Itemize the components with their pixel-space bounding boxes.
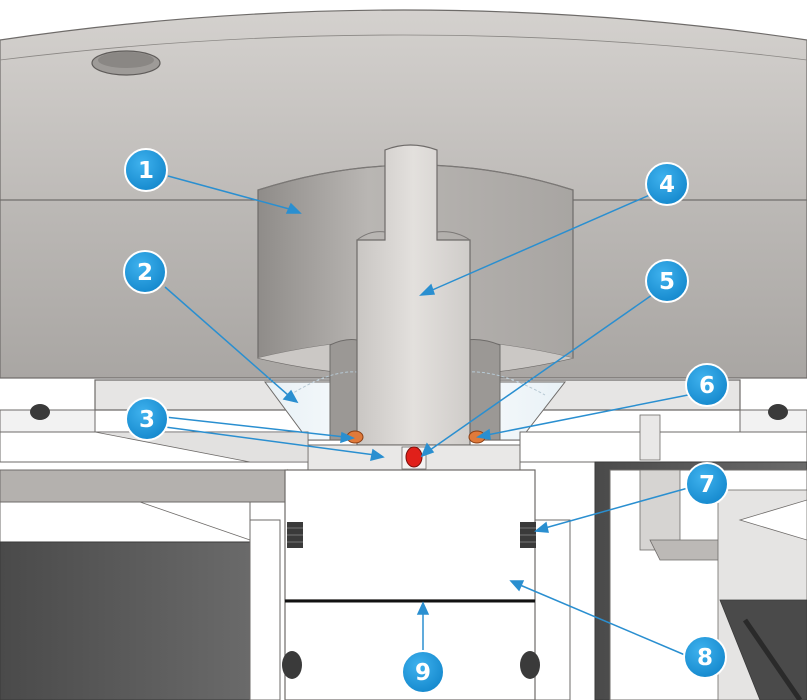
leader-3 <box>164 426 376 456</box>
callout-8: 8 <box>683 635 727 679</box>
right-assembly <box>519 404 807 700</box>
thread-right <box>520 522 536 548</box>
ball-valve <box>405 446 423 468</box>
callout-3: 3 <box>125 397 169 441</box>
leader-2 <box>164 286 289 396</box>
callout-6: 6 <box>685 363 729 407</box>
leader-6 <box>486 394 689 436</box>
callouts: 1 2 3 4 5 6 7 8 <box>123 148 729 694</box>
callout-7: 7 <box>685 462 729 506</box>
svg-text:3: 3 <box>139 407 155 433</box>
leader-5 <box>429 294 653 451</box>
svg-text:1: 1 <box>138 158 154 184</box>
leader-3b <box>164 416 346 438</box>
leader-1 <box>167 175 294 211</box>
svg-text:8: 8 <box>697 645 713 671</box>
svg-text:9: 9 <box>415 660 431 686</box>
svg-text:5: 5 <box>659 269 675 295</box>
svg-text:7: 7 <box>699 472 715 498</box>
left-assembly <box>0 404 309 700</box>
callout-2: 2 <box>123 250 167 294</box>
leader-lines <box>164 175 689 656</box>
svg-text:4: 4 <box>659 172 675 198</box>
leader-4 <box>429 193 653 292</box>
leader-7 <box>544 487 689 529</box>
callout-4: 4 <box>645 162 689 206</box>
callout-9: 9 <box>401 650 445 694</box>
thread-left <box>287 522 303 548</box>
top-cover <box>0 9 807 206</box>
leader-8 <box>519 584 686 656</box>
callout-1: 1 <box>124 148 168 192</box>
svg-text:2: 2 <box>137 260 153 286</box>
svg-text:6: 6 <box>699 373 715 399</box>
callout-5: 5 <box>645 259 689 303</box>
lower-body <box>282 469 540 700</box>
seat-block <box>307 444 521 471</box>
central-pin <box>356 144 471 446</box>
